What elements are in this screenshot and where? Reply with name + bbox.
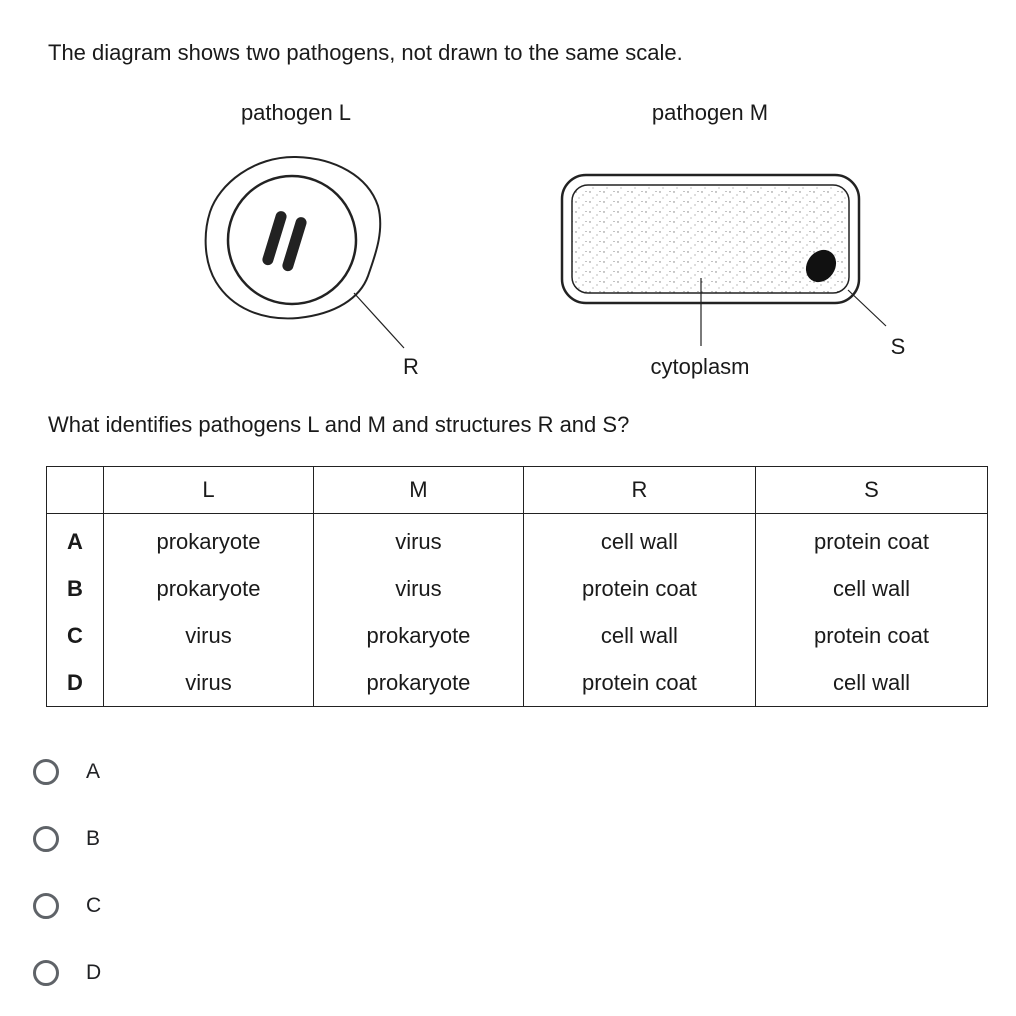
table-row-key: B (46, 565, 104, 612)
table-row: D virus prokaryote protein coat cell wal… (46, 659, 989, 707)
table-row: C virus prokaryote cell wall protein coa… (46, 612, 989, 659)
pathogen-l-label: pathogen L (241, 100, 351, 125)
table-cell: prokaryote (103, 565, 314, 612)
option-c[interactable]: C (30, 882, 101, 930)
table-header-row: L M R S (46, 466, 989, 514)
radio-unchecked-icon[interactable] (33, 893, 59, 919)
table-cell: protein coat (522, 659, 756, 707)
table-cell: cell wall (754, 659, 989, 707)
label-r: R (403, 354, 419, 379)
pathogen-m-nucleoid (805, 249, 837, 283)
table-cell: virus (103, 612, 314, 659)
table-cell: prokaryote (312, 659, 524, 707)
table-row: A prokaryote virus cell wall protein coa… (46, 513, 989, 565)
pathogen-l-genetic-material-1 (262, 211, 287, 266)
table-row-key: D (46, 659, 104, 707)
option-label: C (86, 894, 102, 917)
pointer-r (353, 292, 405, 349)
table-cell: cell wall (754, 565, 989, 612)
pathogen-l-outer-membrane (204, 155, 382, 320)
option-b[interactable]: B (30, 815, 101, 863)
question-text: What identifies pathogens L and M and st… (48, 412, 630, 437)
table-row: B prokaryote virus protein coat cell wal… (46, 565, 989, 612)
answer-options: A B C D (30, 748, 101, 1016)
table-header-cell: L (103, 466, 314, 514)
radio-unchecked-icon[interactable] (33, 826, 59, 852)
option-a[interactable]: A (30, 748, 101, 796)
question-intro: The diagram shows two pathogens, not dra… (48, 40, 683, 65)
table-header-cell: S (754, 466, 989, 514)
option-d[interactable]: D (30, 949, 101, 997)
pathogen-diagram: pathogen L R pathogen M cytoplasm S (204, 100, 906, 379)
table-cell: protein coat (754, 513, 989, 565)
option-label: A (86, 760, 101, 783)
answer-table: L M R S A prokaryote virus cell wall pro… (46, 466, 989, 707)
table-cell: protein coat (522, 565, 756, 612)
table-cell: virus (103, 659, 314, 707)
option-label: D (86, 961, 102, 984)
table-row-key: C (46, 612, 104, 659)
label-s: S (891, 334, 906, 359)
table-cell: protein coat (754, 612, 989, 659)
table-cell: prokaryote (312, 612, 524, 659)
table-cell: cell wall (522, 612, 756, 659)
pathogen-m-label: pathogen M (652, 100, 768, 125)
table-cell: cell wall (522, 513, 756, 565)
radio-unchecked-icon[interactable] (33, 759, 59, 785)
table-header-cell: R (522, 466, 756, 514)
table-row-key: A (46, 513, 104, 565)
label-cytoplasm: cytoplasm (650, 354, 749, 379)
pathogen-m-cytoplasm (571, 184, 850, 294)
table-cell: prokaryote (103, 513, 314, 565)
pathogen-l-genetic-material-2 (282, 217, 307, 272)
table-header-cell (46, 466, 104, 514)
table-header-cell: M (312, 466, 524, 514)
option-label: B (86, 827, 101, 850)
table-cell: virus (312, 513, 524, 565)
radio-unchecked-icon[interactable] (33, 960, 59, 986)
table-cell: virus (312, 565, 524, 612)
pointer-s (847, 289, 887, 327)
pathogen-l-capsule (226, 174, 358, 306)
